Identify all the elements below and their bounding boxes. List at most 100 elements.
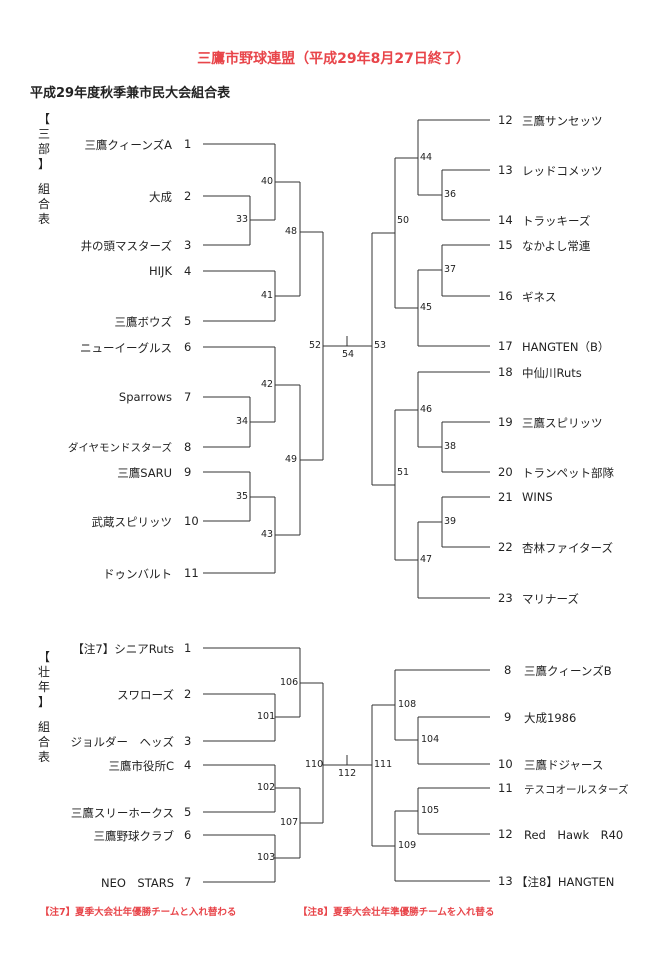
match-number: 46 bbox=[420, 404, 433, 415]
team-name: ドゥンバルト bbox=[103, 567, 172, 581]
match-number: 47 bbox=[420, 554, 433, 565]
match-number: 112 bbox=[338, 768, 357, 779]
team-number: 1 bbox=[184, 137, 192, 151]
team-name: 三鷹市役所C bbox=[108, 759, 174, 773]
match-number: 109 bbox=[398, 840, 417, 851]
team-number: 13 bbox=[498, 874, 513, 888]
team-name: 大成 bbox=[149, 190, 172, 204]
team-number: 1 bbox=[184, 641, 192, 655]
team-number: 20 bbox=[498, 465, 513, 479]
team-name: 大成1986 bbox=[524, 711, 577, 725]
team-name: 三鷹クィーンズB bbox=[524, 664, 612, 678]
match-number: 50 bbox=[397, 215, 410, 226]
match-number: 39 bbox=[444, 516, 457, 527]
team-number: 19 bbox=[498, 415, 513, 429]
page-title: 三鷹市野球連盟（平成29年8月27日終了） bbox=[197, 51, 470, 67]
team-name: 三鷹スリーホークス bbox=[70, 806, 174, 820]
team-name: ジョルダー ヘッズ bbox=[70, 735, 175, 749]
match-number: 42 bbox=[261, 379, 274, 390]
team-number: 3 bbox=[184, 238, 192, 252]
team-number: 10 bbox=[498, 757, 513, 771]
team-number: 9 bbox=[504, 710, 512, 724]
team-number: 13 bbox=[498, 163, 513, 177]
match-number: 33 bbox=[236, 214, 249, 225]
note-8: 【注8】夏季大会壮年準優勝チームを入れ替る bbox=[298, 907, 495, 918]
team-name: レッドコメッツ bbox=[522, 164, 603, 178]
division-label-sonen: 【壮年】組合表 bbox=[37, 650, 50, 764]
match-number: 43 bbox=[261, 529, 274, 540]
match-number: 51 bbox=[397, 467, 410, 478]
team-name: 井の頭マスターズ bbox=[80, 239, 172, 253]
match-number: 104 bbox=[421, 734, 440, 745]
team-name: マリナーズ bbox=[522, 592, 579, 606]
match-number: 37 bbox=[444, 264, 457, 275]
match-number: 107 bbox=[280, 817, 299, 828]
match-number: 49 bbox=[285, 454, 298, 465]
team-number: 2 bbox=[184, 189, 192, 203]
team-number: 14 bbox=[498, 213, 513, 227]
match-number: 40 bbox=[261, 176, 274, 187]
team-name: ニューイーグルス bbox=[80, 341, 172, 355]
page-subtitle: 平成29年度秋季兼市民大会組合表 bbox=[30, 86, 231, 101]
team-number: 5 bbox=[184, 805, 192, 819]
team-number: 15 bbox=[498, 238, 513, 252]
match-number: 34 bbox=[236, 416, 249, 427]
team-number: 12 bbox=[498, 827, 513, 841]
team-number: 7 bbox=[184, 390, 192, 404]
match-number: 110 bbox=[305, 759, 324, 770]
team-number: 22 bbox=[498, 540, 513, 554]
team-name: スワローズ bbox=[117, 688, 174, 702]
match-number: 108 bbox=[398, 699, 417, 710]
team-number: 5 bbox=[184, 314, 192, 328]
team-number: 11 bbox=[498, 781, 513, 795]
team-name: 三鷹サンセッツ bbox=[522, 114, 603, 128]
match-number: 103 bbox=[257, 852, 276, 863]
match-number: 36 bbox=[444, 189, 457, 200]
team-name: 中仙川Ruts bbox=[522, 366, 582, 380]
team-number: 7 bbox=[184, 875, 192, 889]
match-number: 45 bbox=[420, 302, 433, 313]
team-number: 2 bbox=[184, 687, 192, 701]
team-name: 杏林ファイターズ bbox=[522, 541, 613, 555]
team-number: 8 bbox=[504, 663, 512, 677]
team-number: 11 bbox=[184, 566, 199, 580]
match-number: 52 bbox=[309, 340, 322, 351]
team-number: 16 bbox=[498, 289, 513, 303]
team-name: 武蔵スピリッツ bbox=[91, 515, 173, 529]
team-name: Red Hawk R40 bbox=[524, 828, 624, 842]
team-name: NEO STARS bbox=[100, 876, 174, 890]
team-name: 三鷹ボウズ bbox=[114, 315, 173, 329]
team-name: 三鷹SARU bbox=[117, 466, 172, 480]
team-name: 三鷹スピリッツ bbox=[522, 416, 603, 430]
team-name: テスコオールスターズ bbox=[524, 784, 629, 796]
team-number: 4 bbox=[184, 758, 192, 772]
team-name: WINS bbox=[522, 490, 553, 504]
team-name: ダイヤモンドスターズ bbox=[67, 442, 172, 454]
match-number: 54 bbox=[342, 349, 355, 360]
match-number: 44 bbox=[420, 152, 433, 163]
team-name: Sparrows bbox=[118, 390, 172, 404]
team-number: 10 bbox=[184, 514, 199, 528]
team-number: 6 bbox=[184, 828, 192, 842]
team-number: 8 bbox=[184, 440, 192, 454]
match-number: 48 bbox=[285, 226, 298, 237]
team-number: 12 bbox=[498, 113, 513, 127]
team-name: HANGTEN（B） bbox=[522, 340, 610, 354]
team-number: 17 bbox=[498, 339, 513, 353]
team-name: ギネス bbox=[522, 290, 557, 304]
match-number: 105 bbox=[421, 805, 440, 816]
team-number: 23 bbox=[498, 591, 513, 605]
team-name: トラッキーズ bbox=[522, 214, 591, 228]
team-number: 4 bbox=[184, 264, 192, 278]
match-number: 111 bbox=[374, 759, 393, 770]
team-name: 三鷹野球クラブ bbox=[93, 829, 175, 843]
match-number: 106 bbox=[280, 677, 299, 688]
note-7: 【注7】夏季大会壮年優勝チームと入れ替わる bbox=[40, 907, 237, 918]
team-number: 21 bbox=[498, 490, 513, 504]
team-name: HIJK bbox=[149, 264, 172, 278]
team-name: 三鷹ドジャース bbox=[524, 758, 604, 772]
match-number: 41 bbox=[261, 290, 274, 301]
team-name: トランペット部隊 bbox=[522, 466, 614, 480]
division-label-sanbu: 【三部】組合表 bbox=[37, 112, 50, 226]
